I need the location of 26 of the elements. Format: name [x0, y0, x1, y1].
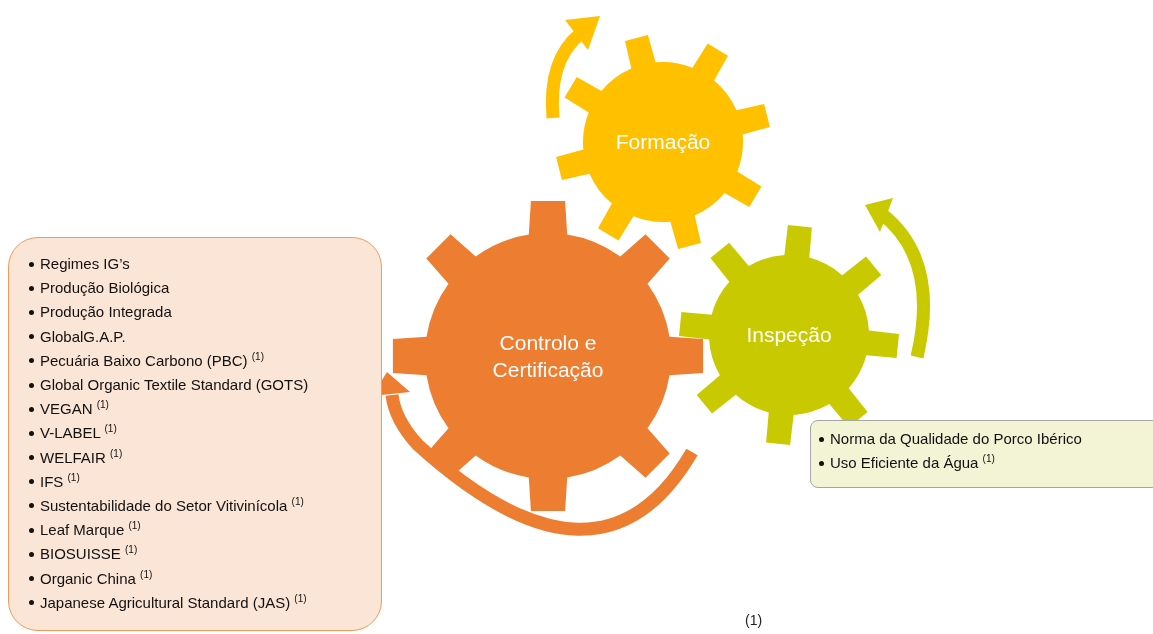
list-box [810, 420, 1153, 488]
list-box [8, 237, 382, 631]
gear-shape [555, 34, 771, 250]
list-item: Regimes IG’s [40, 255, 130, 274]
gear-label: Inspeção [746, 322, 832, 349]
list-item: Produção Integrada [40, 303, 172, 322]
list-item: Leaf Marque $^{(1)}$ [40, 521, 141, 540]
list-item: Global Organic Textile Standard (GOTS) [40, 376, 309, 395]
list-item: V-LABEL $^{(1)}$ [40, 424, 117, 443]
list-item: Norma da Qualidade do Porco Ibérico [830, 430, 1082, 449]
list-item: IFS $^{(1)}$ [40, 472, 80, 491]
gear-label: Controlo e Certificação [491, 329, 605, 383]
list-item: Organic China $^{(1)}$ [40, 569, 153, 588]
list-item: Japanese Agricultural Standard (JAS) $^{(1)}$ [40, 593, 307, 612]
list-item: Pecuária Baixo Carbono (PBC) $^{(1)}$ [40, 351, 264, 370]
list-item: VEGAN $^{(1)}$ [40, 400, 109, 419]
list-item: GlobalG.A.P. [40, 327, 126, 346]
list-item: BIOSUISSE $^{(1)}$ [40, 545, 138, 564]
list-item: Sustentabilidade do Setor Vitivinícola $^{(1)}$ [40, 496, 304, 515]
gear-shape [679, 225, 899, 445]
list-item: Uso Eficiente da Água $^{(1)}$ [830, 454, 995, 473]
gear-shape [392, 200, 704, 512]
gear-label: Formação [615, 129, 711, 156]
footnote-mark: (1) [745, 612, 763, 628]
list-item: WELFAIR $^{(1)}$ [40, 448, 123, 467]
list-item: Produção Biológica [40, 279, 170, 298]
